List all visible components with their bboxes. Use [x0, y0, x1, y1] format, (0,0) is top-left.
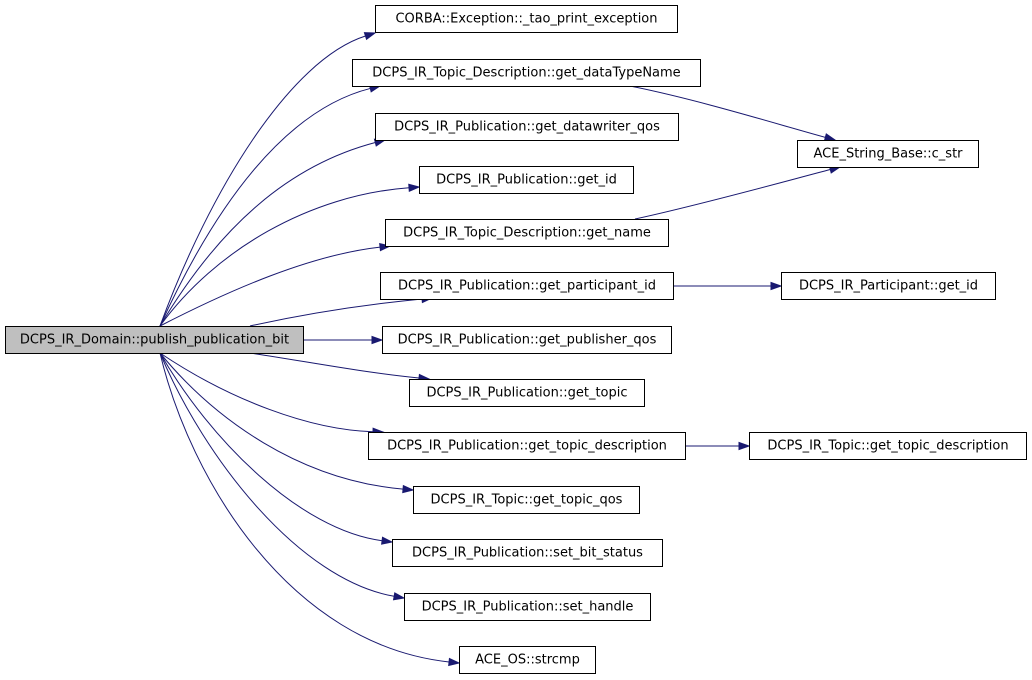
node-label: DCPS_IR_Publication::get_topic_descripti… — [387, 439, 667, 454]
edge-line — [159, 352, 404, 490]
node-partid[interactable]: DCPS_IR_Publication::get_participant_id — [380, 272, 674, 300]
arrowhead-icon — [408, 183, 421, 192]
edge-root-to-corba — [159, 32, 377, 327]
node-corba[interactable]: CORBA::Exception::_tao_print_exception — [375, 5, 678, 33]
arrowhead-icon — [371, 335, 384, 345]
node-bitst[interactable]: DCPS_IR_Publication::set_bit_status — [392, 539, 663, 567]
edge-root-to-pubqos — [303, 335, 384, 345]
node-hndl[interactable]: DCPS_IR_Publication::set_handle — [404, 593, 651, 621]
edge-line — [159, 352, 450, 663]
node-label: DCPS_IR_Publication::get_topic — [426, 386, 627, 401]
node-pubqos[interactable]: DCPS_IR_Publication::get_publisher_qos — [382, 326, 672, 354]
node-box[interactable] — [409, 379, 645, 407]
node-dwqos[interactable]: DCPS_IR_Publication::get_datawriter_qos — [375, 113, 679, 141]
node-box[interactable] — [380, 272, 674, 300]
node-ttdesc[interactable]: DCPS_IR_Topic::get_topic_description — [749, 432, 1027, 460]
edge-line — [249, 352, 420, 379]
node-cstr[interactable]: ACE_String_Base::c_str — [797, 140, 979, 168]
arrowhead-icon — [738, 441, 751, 451]
edge-line — [159, 142, 376, 327]
edge-root-to-bitst — [159, 352, 394, 545]
node-label: DCPS_IR_Publication::get_participant_id — [398, 279, 656, 294]
edge-root-to-tdtype — [159, 84, 382, 327]
node-topic[interactable]: DCPS_IR_Publication::get_topic — [409, 379, 645, 407]
edge-line — [159, 187, 410, 327]
node-label: ACE_OS::strcmp — [475, 653, 580, 668]
edge-line — [159, 352, 383, 542]
node-box[interactable] — [368, 432, 686, 460]
edge-line — [634, 169, 831, 220]
node-label: DCPS_IR_Publication::get_datawriter_qos — [394, 120, 660, 135]
node-box[interactable] — [797, 140, 979, 168]
edge-root-to-dwqos — [159, 138, 387, 327]
arrowhead-icon — [448, 657, 461, 667]
node-box[interactable] — [375, 113, 679, 141]
arrowhead-icon — [392, 592, 406, 601]
node-label: DCPS_IR_Topic_Description::get_dataTypeN… — [372, 66, 680, 81]
node-ptdesc[interactable]: DCPS_IR_Publication::get_topic_descripti… — [368, 432, 686, 460]
node-tqos[interactable]: DCPS_IR_Topic::get_topic_qos — [413, 486, 640, 514]
arrowhead-icon — [823, 133, 837, 142]
edge-line — [159, 87, 371, 327]
node-box[interactable] — [382, 326, 672, 354]
node-box[interactable] — [404, 593, 651, 621]
edge-root-to-topic — [249, 352, 431, 383]
edge-tdname-to-cstr — [634, 165, 842, 220]
node-box[interactable] — [5, 326, 304, 354]
node-label: ACE_String_Base::c_str — [813, 147, 963, 162]
node-box[interactable] — [375, 5, 678, 33]
node-strcmp[interactable]: ACE_OS::strcmp — [459, 646, 596, 674]
node-box[interactable] — [385, 219, 669, 247]
node-tdname[interactable]: DCPS_IR_Topic_Description::get_name — [385, 219, 669, 247]
edges-layer — [159, 32, 842, 667]
node-box[interactable] — [419, 166, 634, 194]
edge-root-to-tqos — [159, 352, 415, 494]
node-label: DCPS_IR_Topic_Description::get_name — [403, 226, 651, 241]
arrowhead-icon — [402, 484, 415, 494]
edge-root-to-tdname — [159, 242, 392, 327]
node-label: DCPS_IR_Publication::get_publisher_qos — [398, 333, 657, 348]
node-box[interactable] — [413, 486, 640, 514]
node-ppid[interactable]: DCPS_IR_Participant::get_id — [781, 272, 996, 300]
node-label: DCPS_IR_Topic::get_topic_description — [767, 439, 1008, 454]
node-label: DCPS_IR_Participant::get_id — [799, 279, 978, 294]
edge-root-to-hndl — [159, 352, 406, 601]
node-label: DCPS_IR_Publication::get_id — [436, 173, 617, 188]
arrowhead-icon — [379, 242, 392, 252]
edge-root-to-pubid — [159, 183, 421, 327]
node-box[interactable] — [749, 432, 1027, 460]
arrowhead-icon — [381, 536, 394, 545]
edge-root-to-strcmp — [159, 352, 461, 667]
edge-line — [159, 352, 374, 433]
edge-root-to-partid — [249, 294, 434, 327]
edge-line — [159, 246, 381, 327]
edge-partid-to-ppid — [672, 281, 783, 291]
edge-line — [159, 352, 395, 597]
edge-line — [159, 35, 366, 327]
node-tdtype[interactable]: DCPS_IR_Topic_Description::get_dataTypeN… — [352, 59, 701, 87]
node-box[interactable] — [781, 272, 996, 300]
node-label: CORBA::Exception::_tao_print_exception — [395, 12, 657, 27]
node-label: DCPS_IR_Publication::set_bit_status — [412, 546, 643, 561]
node-root[interactable]: DCPS_IR_Domain::publish_publication_bit — [5, 326, 304, 354]
arrowhead-icon — [770, 281, 783, 291]
arrowhead-icon — [363, 32, 377, 41]
nodes-layer: DCPS_IR_Domain::publish_publication_bit C… — [5, 5, 1027, 674]
node-pubid[interactable]: DCPS_IR_Publication::get_id — [419, 166, 634, 194]
edge-line — [629, 85, 826, 138]
edge-root-to-ptdesc — [159, 352, 385, 436]
edge-line — [249, 298, 423, 327]
node-box[interactable] — [352, 59, 701, 87]
edge-ptdesc-to-ttdesc — [684, 441, 751, 451]
node-box[interactable] — [459, 646, 596, 674]
node-label: DCPS_IR_Publication::set_handle — [422, 600, 634, 615]
node-box[interactable] — [392, 539, 663, 567]
node-label: DCPS_IR_Topic::get_topic_qos — [431, 493, 623, 508]
node-label: DCPS_IR_Domain::publish_publication_bit — [20, 333, 289, 348]
